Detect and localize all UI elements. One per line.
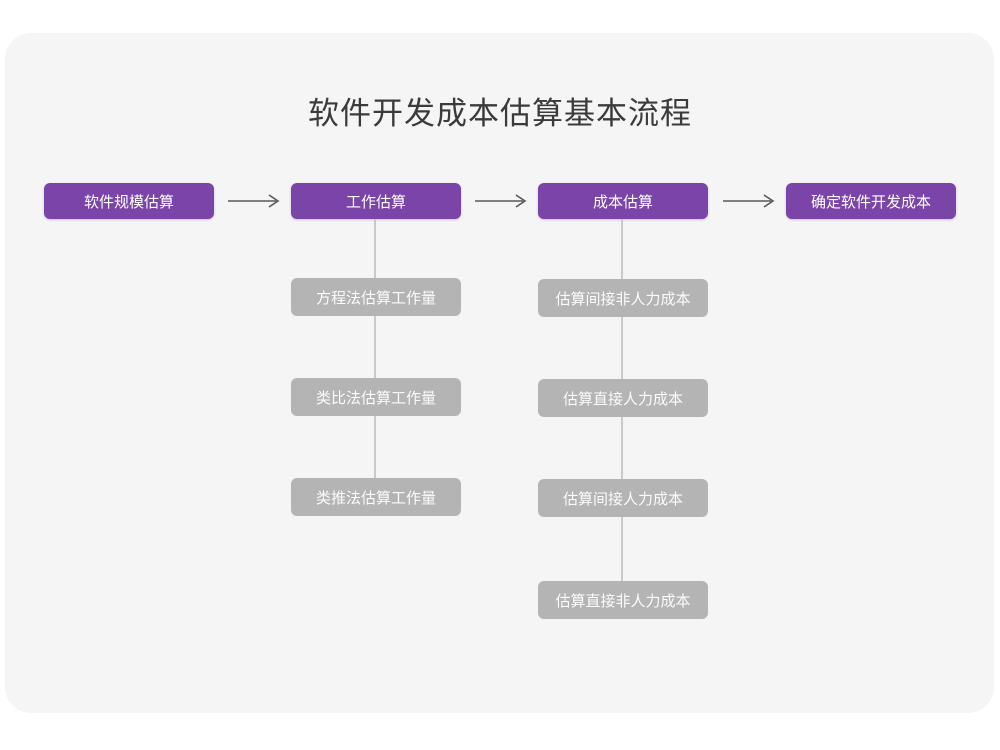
- connector-cost-3: [621, 416, 623, 479]
- arrow-right-icon-1: [228, 189, 282, 213]
- diagram-card: [5, 33, 994, 713]
- sub-node-inference-method-effort[interactable]: 类推法估算工作量: [291, 478, 461, 516]
- connector-cost-4: [621, 516, 623, 581]
- step-node-label: 工作估算: [345, 193, 406, 211]
- connector-cost-2: [621, 316, 623, 379]
- sub-node-indirect-non-labor-cost[interactable]: 估算间接非人力成本: [538, 279, 708, 317]
- step-node-software-scale-estimation[interactable]: 软件规模估算: [44, 183, 214, 219]
- sub-node-label: 类比法估算工作量: [315, 389, 436, 407]
- arrow-right-icon-2: [475, 189, 529, 213]
- step-node-label: 确定软件开发成本: [810, 193, 931, 211]
- step-node-determine-development-cost[interactable]: 确定软件开发成本: [786, 183, 956, 219]
- sub-node-label: 类推法估算工作量: [315, 489, 436, 507]
- sub-node-label: 估算间接非人力成本: [555, 290, 691, 308]
- connector-work-1: [374, 219, 376, 279]
- arrow-right-icon-3: [723, 189, 777, 213]
- sub-node-label: 估算直接非人力成本: [555, 592, 691, 610]
- step-node-cost-estimation[interactable]: 成本估算: [538, 183, 708, 219]
- step-node-label: 成本估算: [592, 193, 653, 211]
- step-node-label: 软件规模估算: [83, 193, 174, 211]
- sub-node-analogy-method-effort[interactable]: 类比法估算工作量: [291, 378, 461, 416]
- connector-cost-1: [621, 219, 623, 279]
- sub-node-indirect-labor-cost[interactable]: 估算间接人力成本: [538, 479, 708, 517]
- page-title: 软件开发成本估算基本流程: [308, 96, 692, 131]
- sub-node-direct-non-labor-cost[interactable]: 估算直接非人力成本: [538, 581, 708, 619]
- sub-node-direct-labor-cost[interactable]: 估算直接人力成本: [538, 379, 708, 417]
- connector-work-3: [374, 415, 376, 479]
- sub-node-label: 估算间接人力成本: [562, 490, 683, 508]
- sub-node-label: 方程法估算工作量: [315, 289, 436, 307]
- step-node-work-estimation[interactable]: 工作估算: [291, 183, 461, 219]
- sub-node-equation-method-effort[interactable]: 方程法估算工作量: [291, 278, 461, 316]
- connector-work-2: [374, 315, 376, 379]
- sub-node-label: 估算直接人力成本: [562, 390, 683, 408]
